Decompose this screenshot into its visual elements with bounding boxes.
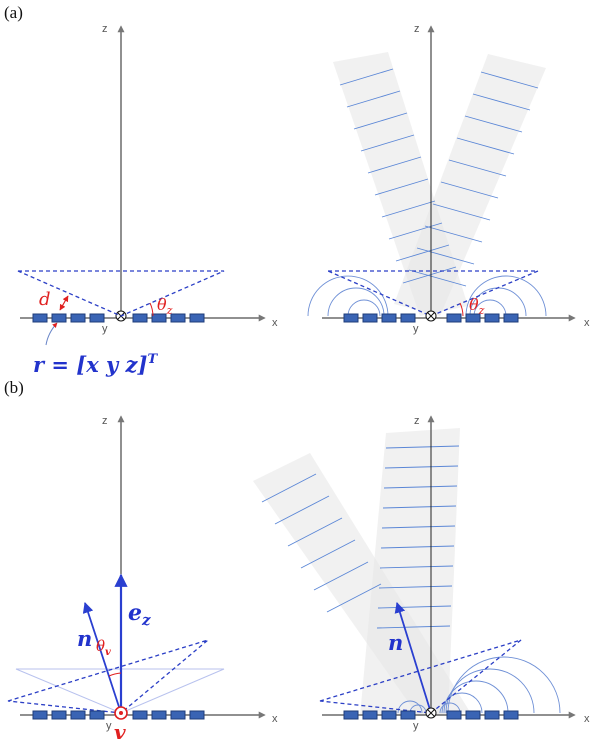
wavefronts-vertical [376,445,460,629]
y-axis-label: y [106,720,112,732]
array-elements [343,313,519,323]
array-element [89,710,105,720]
theta-v-arc [108,672,122,677]
theta-z-arc [149,302,154,317]
theta-v-label: θv [96,637,111,658]
array-element [400,710,416,720]
steering-triangle [17,270,225,317]
z-axis-label: z [414,23,420,35]
array-element [362,710,378,720]
r-pointer [45,322,58,346]
v-label: v [114,720,126,741]
array-element [70,313,86,323]
tilted-triangle [319,639,522,714]
d-arrow [59,295,69,311]
panel-label-a: (a) [4,3,23,22]
origin-out-of-page-icon [114,706,128,720]
steering-triangle [327,270,539,317]
tilted-triangle [7,639,209,714]
panel-a-right-diagram: z x y θz [307,23,590,335]
d-label: d [39,289,51,310]
x-axis-label: x [584,317,590,329]
array-element [465,313,481,323]
panel-a-left-diagram: z x y d θz r = [x y z]T [17,23,278,377]
wavefronts-right [408,71,539,287]
z-axis-label: z [414,415,420,427]
array-element [343,313,359,323]
panel-b-left-diagram: z x y n ez θv v [7,415,278,741]
z-axis-label: z [102,23,108,35]
array-element [151,710,167,720]
array-element [51,313,67,323]
y-axis-label: y [413,720,419,732]
y-axis-label: y [413,323,419,335]
array-elements [32,710,205,720]
array-element [484,710,500,720]
array-element [503,313,519,323]
array-element [70,710,86,720]
y-axis-label: y [102,323,108,335]
array-element [400,313,416,323]
array-element [381,313,397,323]
theta-z-label: θz [157,295,173,317]
ez-vector-label: ez [128,600,151,629]
normal-vector-arrow [82,601,122,714]
array-elements [343,710,519,720]
panel-label-b: (b) [4,378,24,397]
array-element [189,313,205,323]
x-axis-label: x [272,317,278,329]
array-element [32,313,48,323]
element-wavelets [397,656,561,714]
array-element [189,710,205,720]
x-axis-label: x [272,713,278,725]
array-element [446,313,462,323]
element-wavelets [307,275,547,317]
array-element [32,710,48,720]
array-element [446,710,462,720]
origin-into-page-icon [425,707,437,719]
array-element [381,710,397,720]
normal-vector-label: n [388,630,403,655]
normal-vector-arrow [394,601,432,714]
array-element [89,313,105,323]
array-element [465,710,481,720]
array-element [343,710,359,720]
z-axis-label: z [102,415,108,427]
x-axis-label: x [584,713,590,725]
position-vector-label: r = [x y z]T [33,352,158,377]
array-element [151,313,167,323]
normal-vector-label: n [77,626,92,651]
array-element [132,710,148,720]
array-element [362,313,378,323]
array-element [170,313,186,323]
panel-b-right-diagram: z x y n [253,415,590,732]
beam-near-vertical [360,428,460,716]
wavefronts-left [339,68,457,284]
array-element [51,710,67,720]
origin-into-page-icon [425,310,437,322]
array-element [132,313,148,323]
theta-z-label: θz [469,295,485,317]
array-element [503,710,519,720]
wavefronts-left [261,473,382,613]
array-element [484,313,500,323]
array-element [170,710,186,720]
theta-z-arc [459,302,464,317]
array-elements [32,313,205,323]
